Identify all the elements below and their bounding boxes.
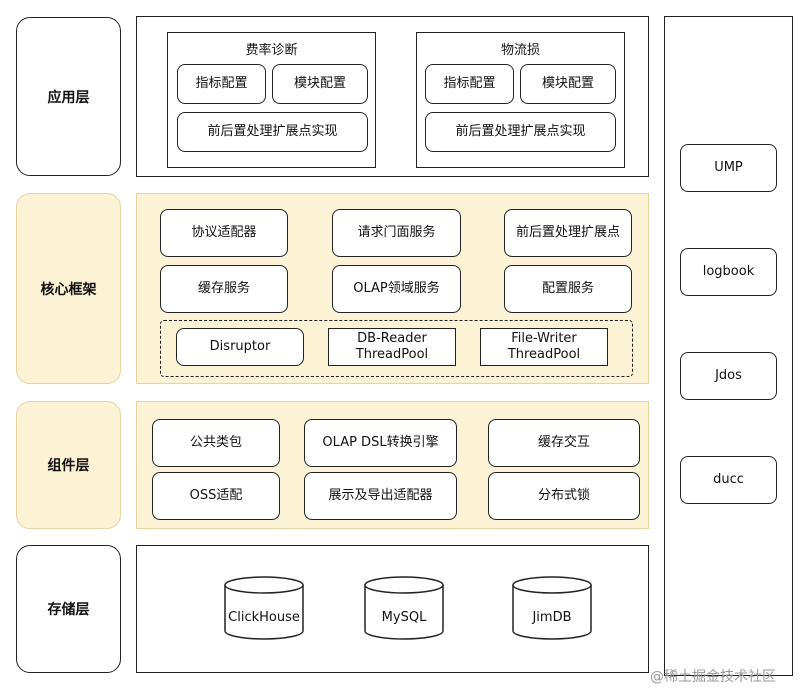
db-label: JimDB — [532, 610, 572, 625]
database-cylinder-icon — [512, 576, 592, 640]
watermark-text: @稀土掘金技术社区 — [650, 669, 776, 685]
layer-label-component: 组件层 — [16, 401, 121, 529]
logbook-box: logbook — [680, 248, 777, 296]
module-config-box: 模块配置 — [272, 64, 368, 104]
module-config-box: 模块配置 — [520, 64, 616, 104]
db-reader-threadpool-box: DB-Reader ThreadPool — [328, 328, 456, 366]
cache-service-box: 缓存服务 — [160, 265, 288, 313]
jdos-box: Jdos — [680, 352, 777, 400]
group-title: 费率诊断 — [245, 43, 298, 58]
config-service-box: 配置服务 — [504, 265, 632, 313]
group-title: 物流损 — [500, 43, 540, 58]
layer-label-app: 应用层 — [16, 17, 121, 176]
db-label: MySQL — [381, 610, 427, 625]
metric-config-box: 指标配置 — [425, 64, 514, 104]
pre-post-extension-impl-box: 前后置处理扩展点实现 — [177, 112, 368, 152]
metric-config-box: 指标配置 — [177, 64, 266, 104]
db-mysql: MySQL — [364, 576, 444, 640]
protocol-adapter-box: 协议适配器 — [160, 209, 288, 257]
common-library-box: 公共类包 — [152, 419, 280, 467]
layer-label-storage: 存储层 — [16, 545, 121, 673]
pre-post-extension-impl-box: 前后置处理扩展点实现 — [425, 112, 616, 152]
db-clickhouse: ClickHouse — [224, 576, 304, 640]
thread-pool-group — [160, 320, 633, 377]
olap-dsl-engine-box: OLAP DSL转换引擎 — [304, 419, 457, 467]
cache-interaction-box: 缓存交互 — [488, 419, 640, 467]
display-export-adapter-box: 展示及导出适配器 — [304, 472, 457, 520]
ducc-box: ducc — [680, 456, 777, 504]
disruptor-box: Disruptor — [176, 328, 304, 366]
distributed-lock-box: 分布式锁 — [488, 472, 640, 520]
db-label: ClickHouse — [228, 610, 300, 625]
database-cylinder-icon — [224, 576, 304, 640]
ops-tools-panel — [664, 16, 793, 676]
layer-label-core: 核心框架 — [16, 193, 121, 384]
file-writer-threadpool-box: File-Writer ThreadPool — [480, 328, 608, 366]
oss-adapter-box: OSS适配 — [152, 472, 280, 520]
database-cylinder-icon — [364, 576, 444, 640]
olap-domain-service-box: OLAP领域服务 — [332, 265, 461, 313]
request-facade-service-box: 请求门面服务 — [332, 209, 461, 257]
db-jimdb: JimDB — [512, 576, 592, 640]
ump-box: UMP — [680, 144, 777, 192]
pre-post-extension-point-box: 前后置处理扩展点 — [504, 209, 632, 257]
